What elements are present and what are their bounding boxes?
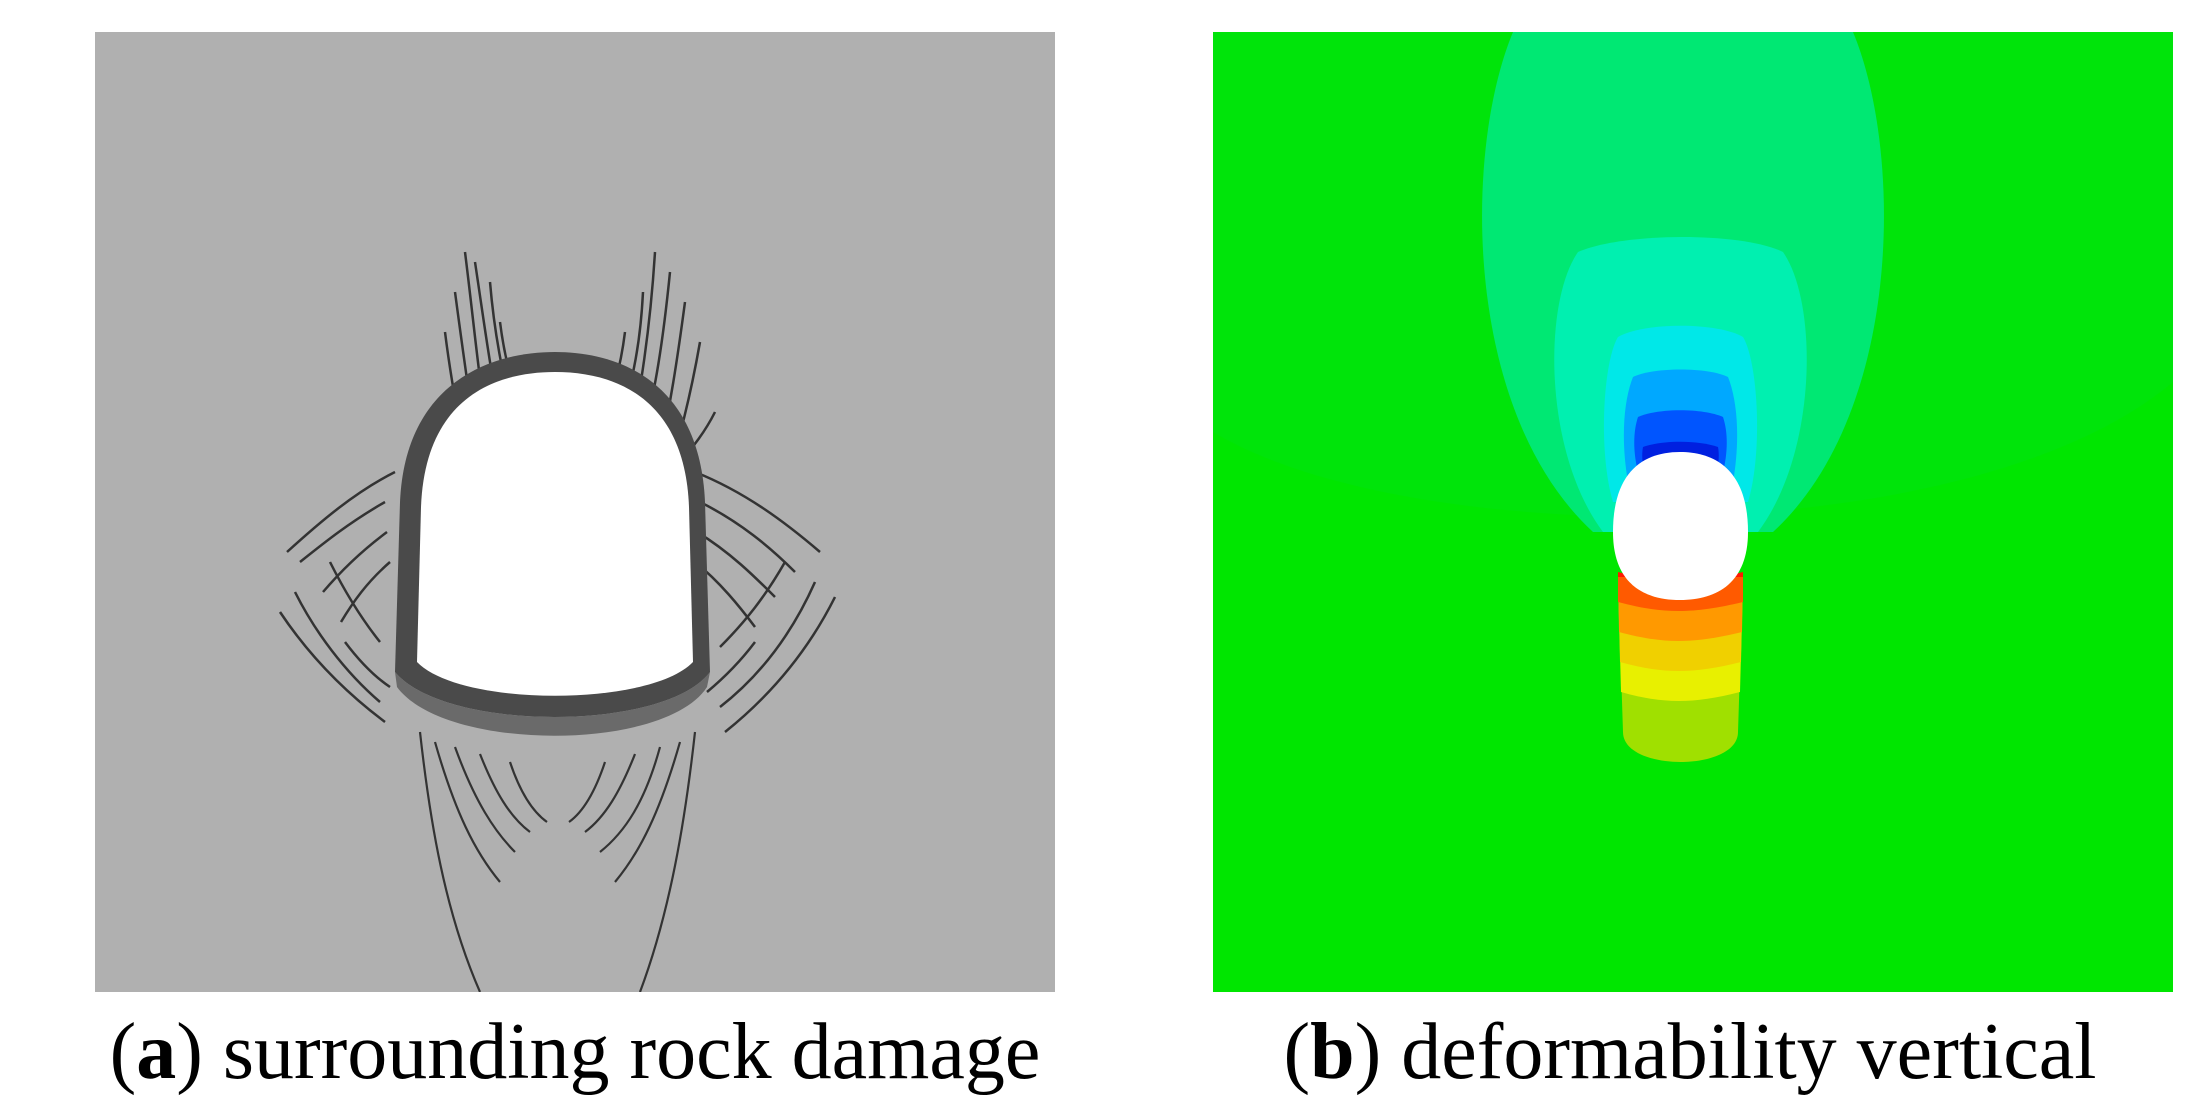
- vertical-deformation-contour: [1213, 32, 2173, 992]
- tunnel-opening-b: [1613, 452, 1748, 600]
- panel-b-vertical-deformation: [1213, 32, 2173, 992]
- tunnel-opening: [417, 372, 693, 696]
- left-wall-cracks: [278, 470, 396, 723]
- invert-lining: [395, 672, 710, 736]
- caption-b-text: deformability vertical: [1401, 1008, 2097, 1096]
- panel-a-rock-damage: [95, 32, 1055, 992]
- caption-a: (a) surrounding rock damage: [109, 1008, 1041, 1096]
- invert-cracks: [418, 731, 697, 992]
- caption-a-text: surrounding rock damage: [222, 1008, 1041, 1096]
- caption-b: (b) deformability vertical: [1283, 1008, 2097, 1096]
- caption-a-letter: a: [136, 1008, 177, 1096]
- caption-b-letter: b: [1310, 1008, 1355, 1096]
- rock-damage-figure: [95, 32, 1055, 992]
